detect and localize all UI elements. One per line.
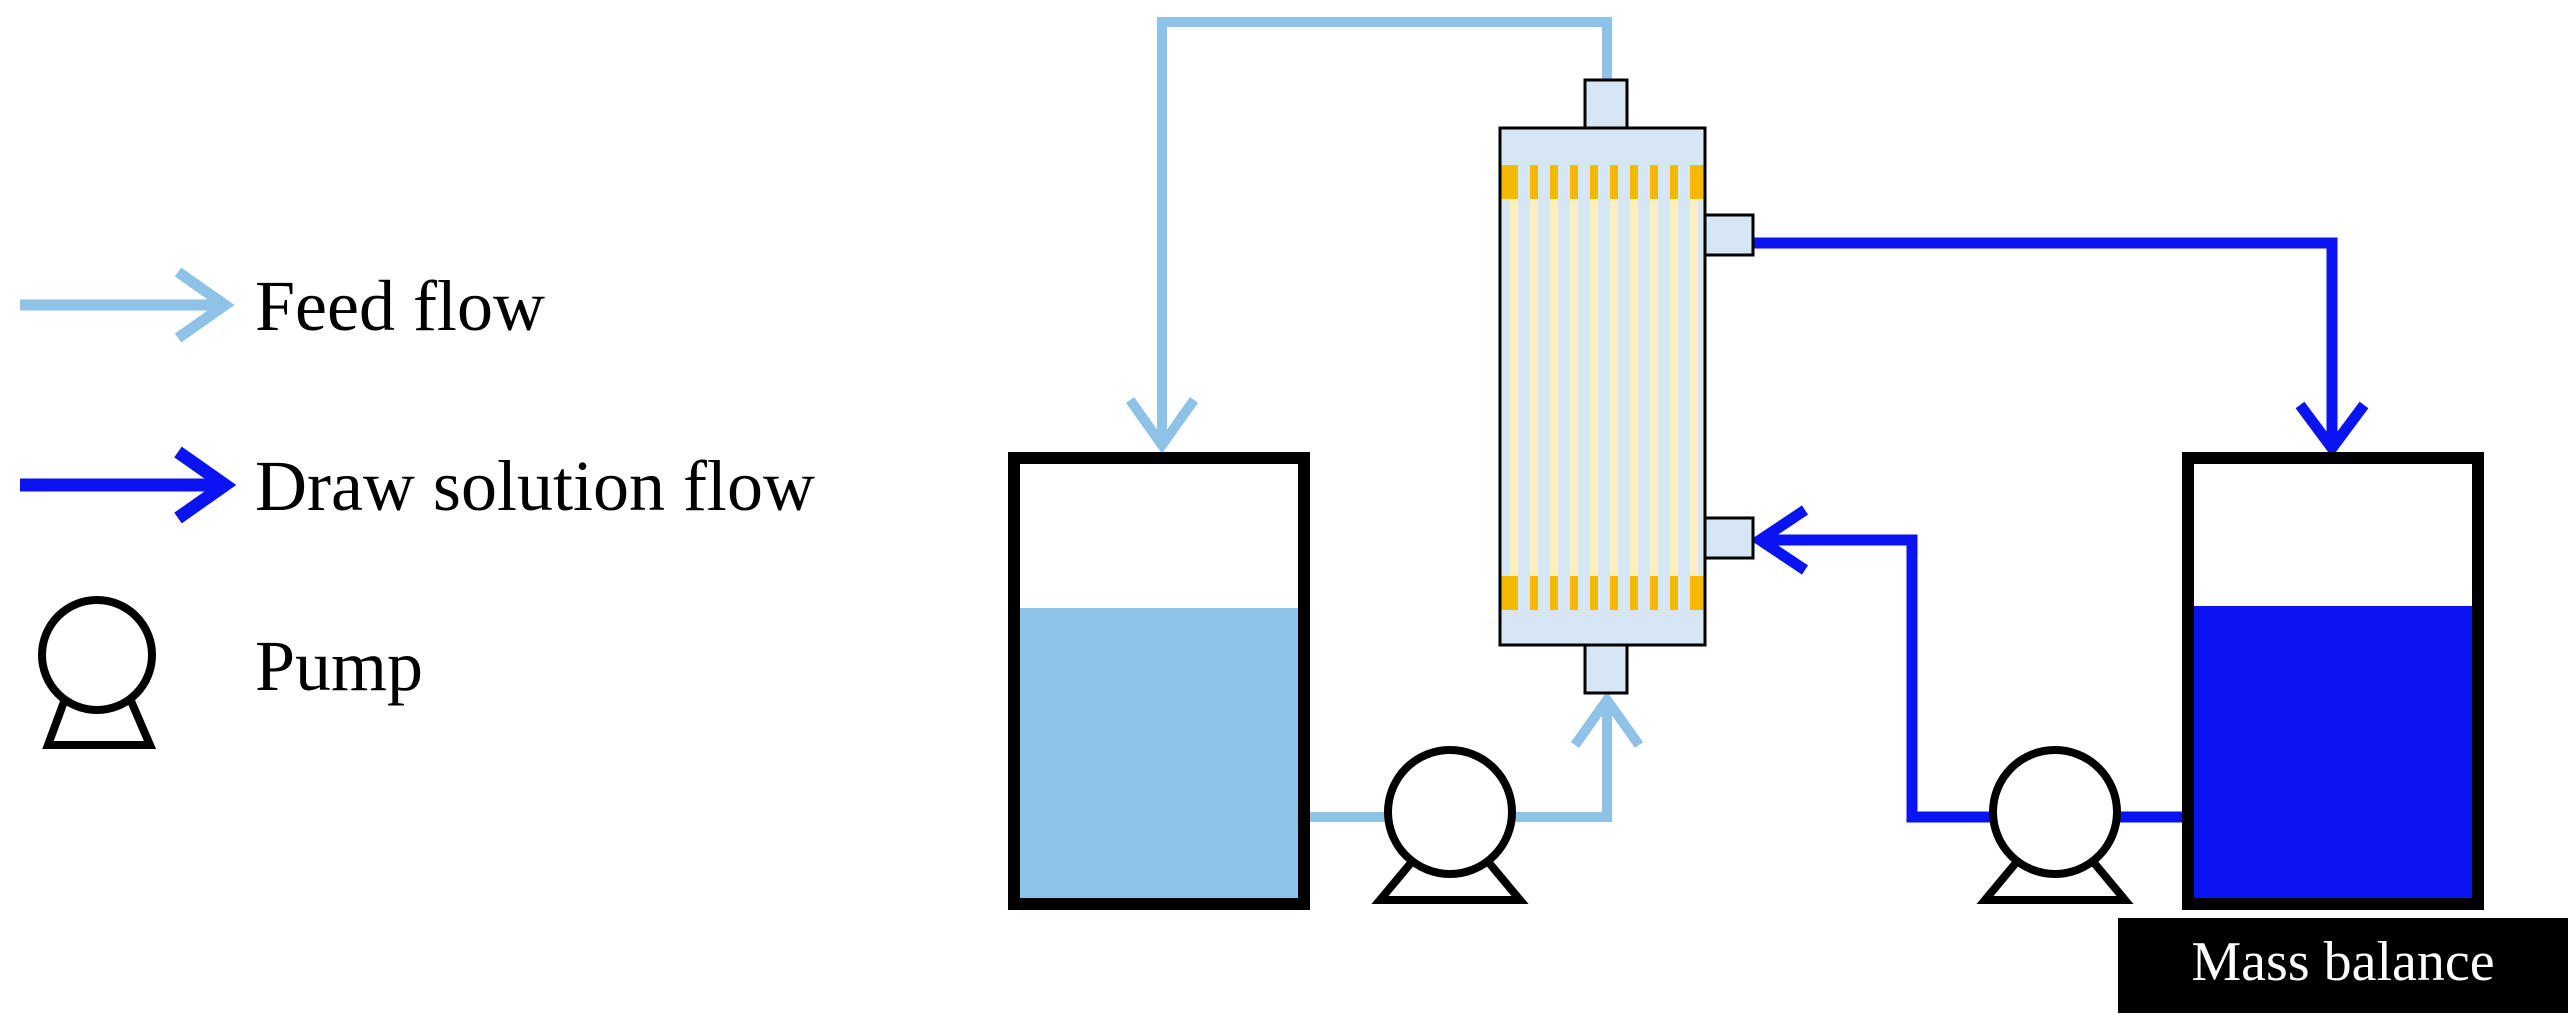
draw-loop: [1750, 237, 2369, 823]
feed-pump: [1371, 746, 1529, 904]
feed-return-line: [1157, 17, 1612, 440]
draw-return-arrowhead: [2295, 401, 2369, 458]
legend-pump-label: Pump: [255, 626, 423, 706]
legend: Feed flow Draw solution flow Pump: [20, 266, 815, 749]
pump-icon: [38, 596, 157, 749]
draw-tank: [2182, 452, 2484, 910]
feed-loop: [1125, 17, 1644, 822]
hollow-fibers: [1510, 165, 1698, 610]
potting-band-top: [1501, 165, 1704, 199]
draw-flow-arrow-icon: [20, 446, 237, 524]
module-side-port-lower: [1703, 516, 1755, 560]
feed-flow-arrow-icon: [20, 267, 235, 343]
feed-tank: [1008, 452, 1310, 910]
module-top-port: [1583, 78, 1629, 130]
draw-pump: [1976, 746, 2134, 904]
membrane-module: [1498, 78, 1755, 695]
feed-return-arrowhead: [1125, 397, 1199, 454]
module-bottom-port: [1583, 643, 1629, 695]
potting-band-bottom: [1501, 576, 1704, 610]
legend-feed-flow-label: Feed flow: [255, 266, 545, 346]
mass-balance-label: Mass balance: [2191, 931, 2494, 993]
draw-supply-line-2: [1760, 534, 1990, 823]
draw-supply-arrowhead: [1750, 505, 1809, 575]
legend-draw-flow-label: Draw solution flow: [255, 446, 815, 526]
feed-supply-line-2: [1515, 703, 1612, 822]
mass-balance: Mass balance: [2118, 918, 2568, 1013]
module-side-port-upper: [1703, 213, 1755, 257]
feed-supply-arrowhead: [1570, 691, 1644, 748]
draw-return-line: [1753, 237, 2338, 448]
